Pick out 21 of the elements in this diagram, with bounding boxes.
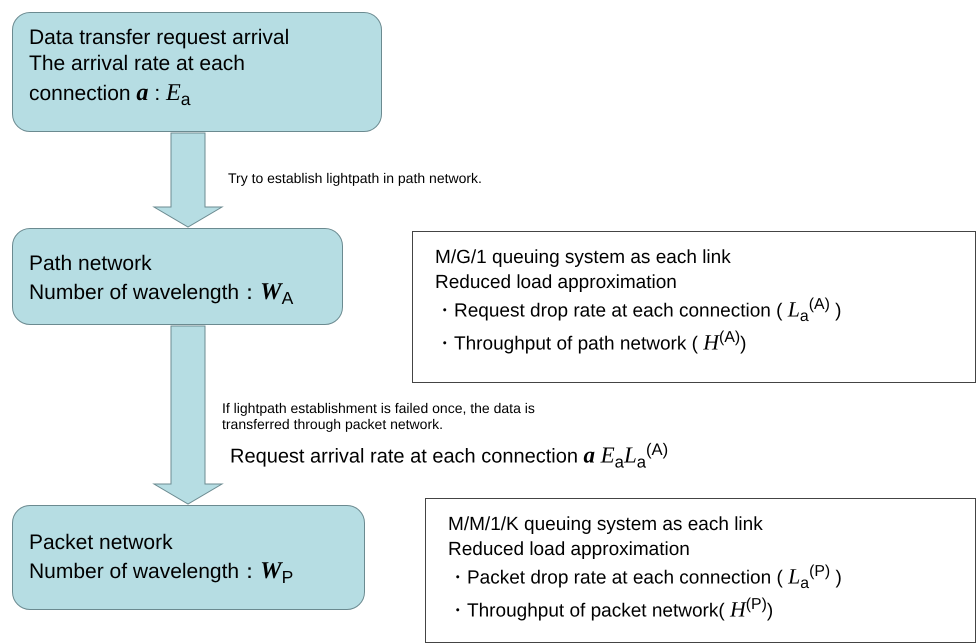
process-box	[12, 12, 382, 132]
block-arrow	[152, 132, 224, 228]
node-text: ・Throughput of packet network( H$^{(P)}$)	[448, 595, 774, 624]
node-text: ・Request drop rate at each connection ( L$_{a}$$^{(A)}$ )	[435, 295, 842, 328]
note-box	[425, 498, 976, 643]
process-box	[12, 505, 365, 610]
node-text: Number of wavelength：W$_{A}$	[29, 277, 294, 310]
node-text: Reduced load approximation	[435, 270, 677, 295]
node-text: ・Packet drop rate at each connection ( L$_{a}$$^{(P)}$ )	[448, 562, 842, 594]
node-heading: Path network	[29, 251, 152, 277]
note-box	[412, 231, 976, 383]
node-text: Reduced load approximation	[448, 538, 690, 562]
node-heading: Packet network	[29, 530, 173, 556]
node-heading: M/G/1 queuing system as each link	[435, 246, 731, 270]
node-heading: M/M/1/K queuing system as each link	[448, 513, 763, 537]
edge-label: Try to establish lightpath in path network.	[228, 170, 482, 186]
block-arrow	[152, 326, 224, 505]
node-text: ・Throughput of path network ( H$^{(A)}$)	[435, 328, 746, 356]
node-text: Data transfer request arrival The arrival rate at each connection a : E$_{a}$	[29, 25, 290, 111]
process-box	[12, 228, 343, 325]
node-text: Number of wavelength：W$_{P}$	[29, 556, 294, 590]
